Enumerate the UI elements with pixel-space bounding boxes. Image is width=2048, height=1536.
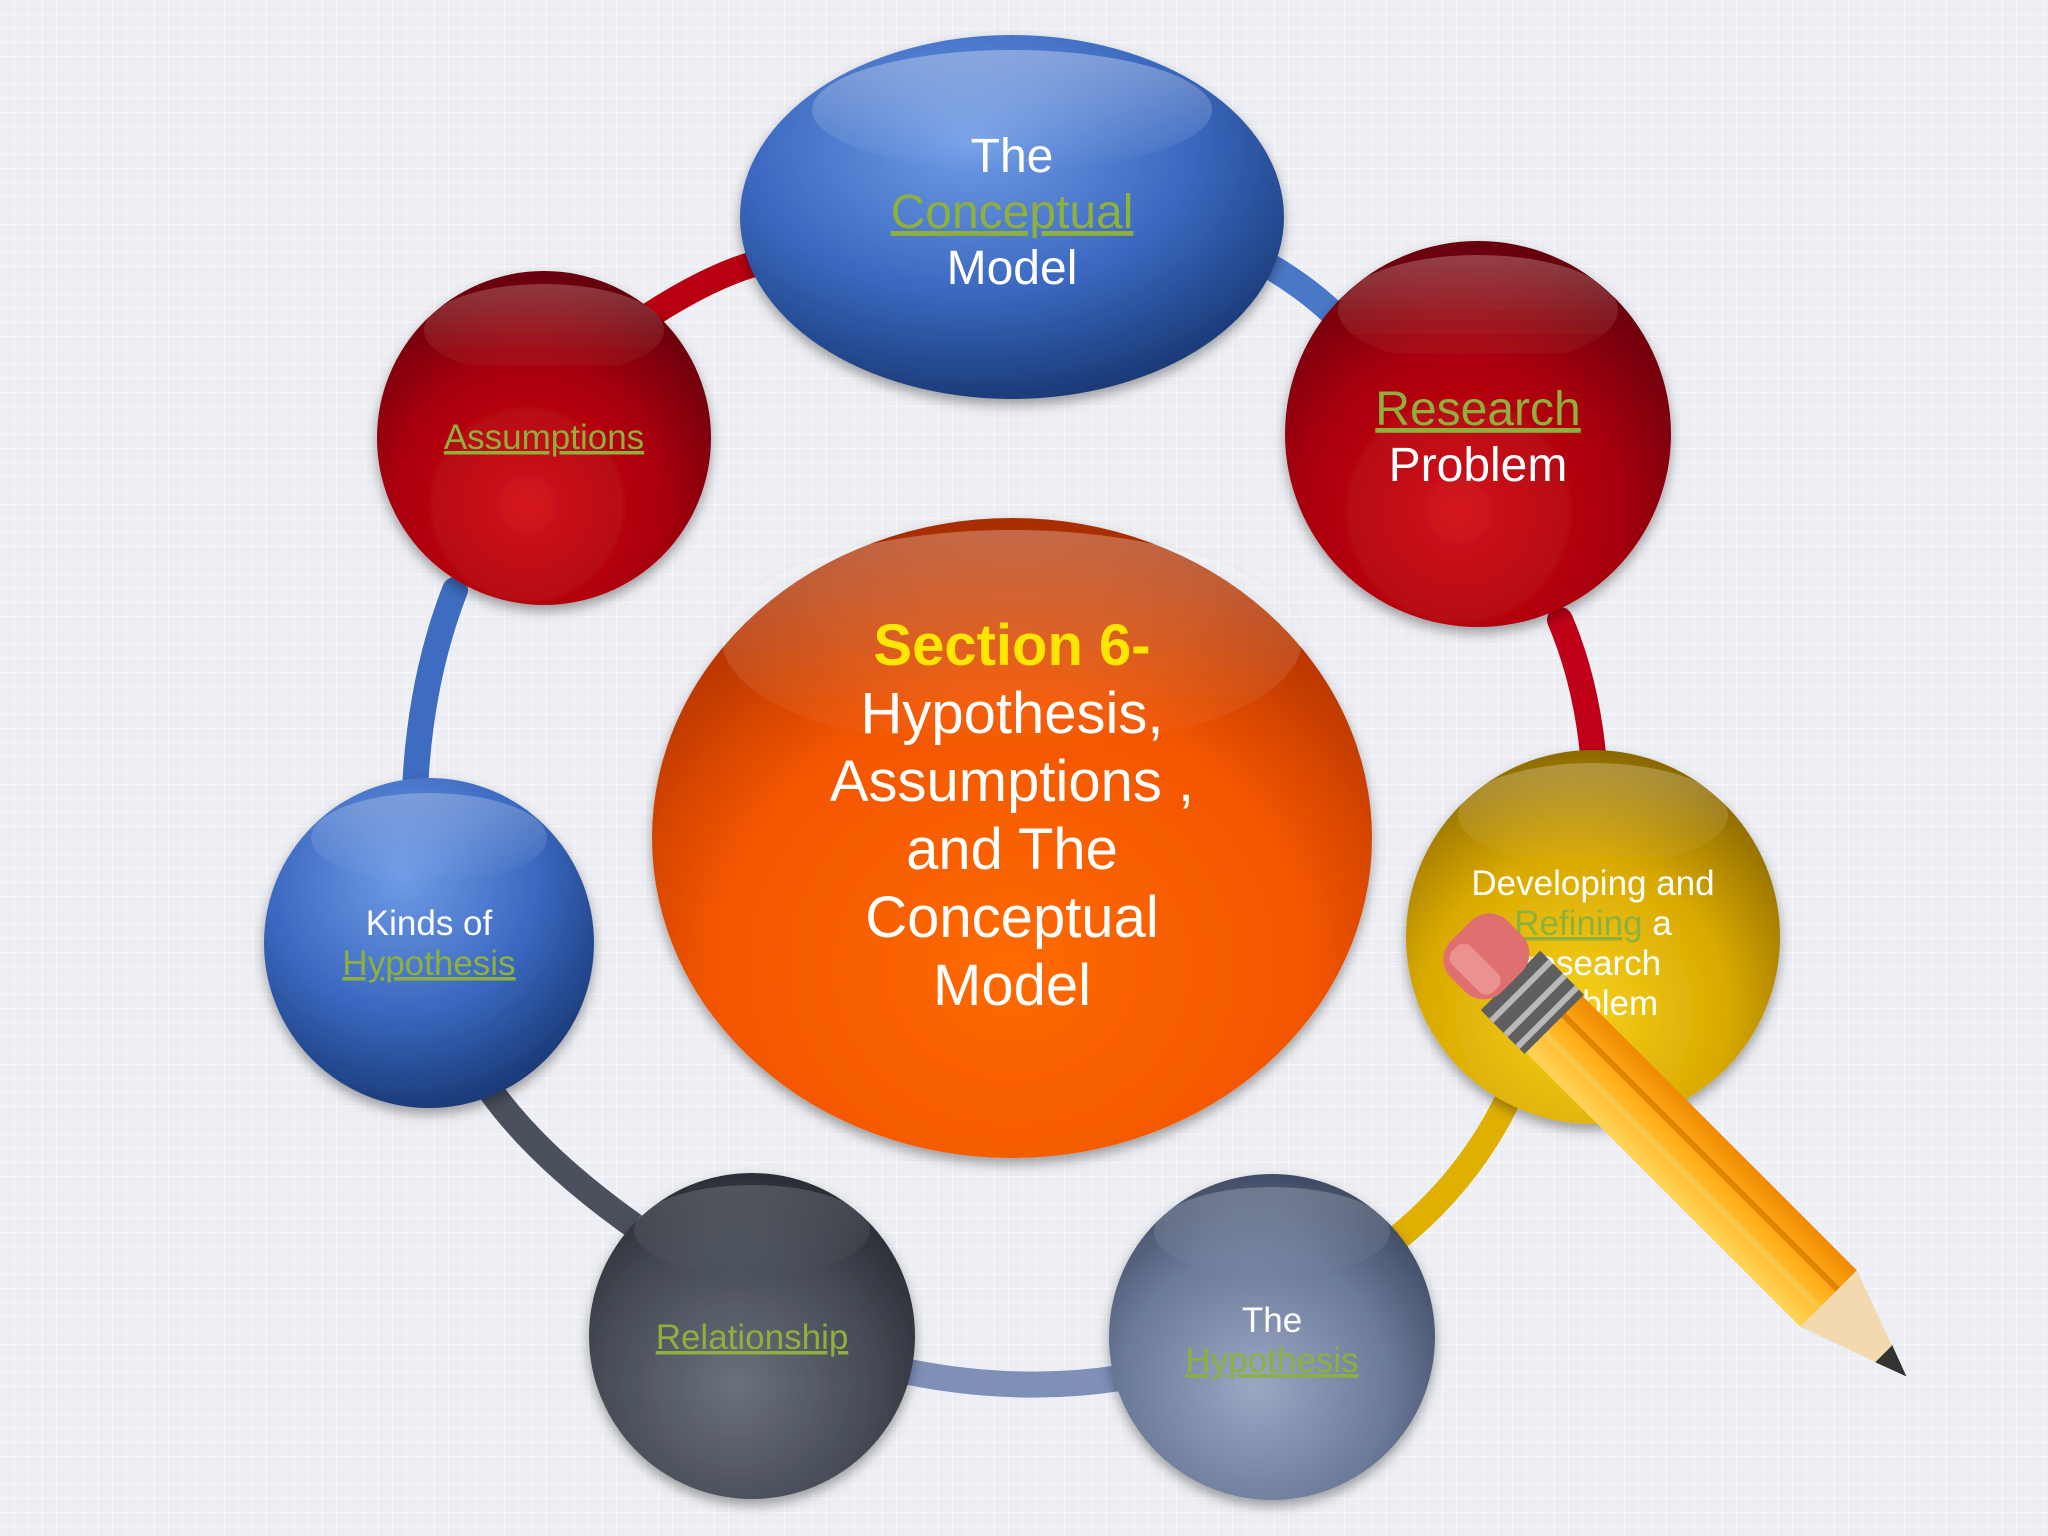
relationship-link[interactable]: Relationship xyxy=(656,1318,849,1357)
center-line: and The xyxy=(906,817,1118,882)
conceptual-link[interactable]: Conceptual xyxy=(891,186,1134,239)
node-the-hypothesis[interactable]: The Hypothesis xyxy=(1109,1174,1435,1500)
node-kinds-of-hypothesis[interactable]: Kinds of Hypothesis xyxy=(264,778,594,1108)
node-research-problem[interactable]: Research Problem xyxy=(1285,241,1671,627)
node-assumptions[interactable]: Assumptions xyxy=(377,271,711,605)
refining-link[interactable]: Refining xyxy=(1514,904,1642,943)
node-text: Developing and xyxy=(1471,864,1714,903)
svg-text:Refining a: Refining a xyxy=(1514,904,1672,943)
center-title: Section 6- xyxy=(873,613,1150,678)
center-line: Conceptual xyxy=(865,885,1158,950)
center-line: Hypothesis, xyxy=(860,681,1163,746)
center-topic: Section 6- Hypothesis, Assumptions , and… xyxy=(652,518,1372,1158)
node-text: Kinds of xyxy=(366,904,493,943)
pencil-icon xyxy=(1443,913,1907,1377)
kinds-hypothesis-link[interactable]: Hypothesis xyxy=(342,944,515,983)
node-text: Problem xyxy=(1389,439,1568,492)
arc-relationship-to-kinds xyxy=(477,1077,653,1243)
hypothesis-link[interactable]: Hypothesis xyxy=(1185,1341,1358,1380)
assumptions-link[interactable]: Assumptions xyxy=(444,418,644,457)
node-text: The xyxy=(971,130,1054,183)
node-developing-refining[interactable]: Developing and Refining a research Probl… xyxy=(1406,750,1780,1124)
node-text: The xyxy=(1242,1301,1302,1340)
center-line: Model xyxy=(933,953,1091,1018)
arc-developing-to-hypothesis xyxy=(1382,1082,1523,1253)
node-relationship[interactable]: Relationship xyxy=(589,1173,915,1499)
node-text: Model xyxy=(947,242,1078,295)
node-text: a xyxy=(1643,904,1673,943)
arc-kinds-to-assumptions xyxy=(402,577,468,803)
center-line: Assumptions , xyxy=(830,749,1194,814)
arc-hypothesis-to-relationship xyxy=(877,1355,1133,1398)
research-link[interactable]: Research xyxy=(1375,383,1580,436)
node-conceptual-model[interactable]: The Conceptual Model xyxy=(740,35,1284,399)
